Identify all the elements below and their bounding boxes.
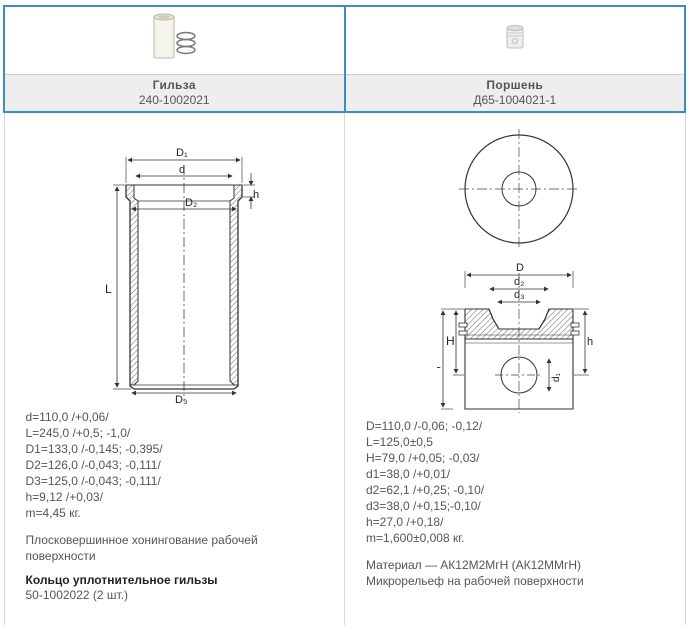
piston-code: Д65-1004021-1 xyxy=(473,93,557,107)
piston-spec-line: m=1,600±0,008 кг. xyxy=(366,531,465,545)
piston-material-note: Материал — АК12М2МгН (АК12ММгН) Микрорел… xyxy=(366,557,584,589)
piston-details-cell: D d₂ d₃ xyxy=(344,112,686,625)
piston-specs: D=110,0 /-0,06; -0,12/ L=125,0±0,5 H=79,… xyxy=(366,418,484,546)
parts-table: Гильза 240-1002021 Поршень Д65-1004021-1 xyxy=(3,5,686,625)
piston-icon[interactable] xyxy=(485,10,545,66)
piston-spec-line: D=110,0 /-0,06; -0,12/ xyxy=(366,419,483,433)
liner-specs: d=110,0 /+0,06/ L=245,0 /+0,5; -1,0/ D1=… xyxy=(26,409,163,521)
liner-details-cell: D₁ d D₂ D₃ L h xyxy=(3,112,345,625)
ring-title: Кольцо уплотнительное гильзы xyxy=(25,573,218,587)
liner-caption[interactable]: Гильза 240-1002021 xyxy=(3,74,346,113)
piston-spec-line: d1=38,0 /+0,01/ xyxy=(366,467,451,481)
label-H: H xyxy=(446,334,455,348)
liner-spec-line: D2=126,0 /-0,043; -0,111/ xyxy=(25,458,161,472)
liner-spec-line: D3=125,0 /-0,043; -0,111/ xyxy=(25,474,161,488)
label-d1: d₁ xyxy=(551,372,562,382)
liner-spec-line: d=110,0 /+0,06/ xyxy=(25,410,109,424)
liner-spec-line: L=245,0 /+0,5; -1,0/ xyxy=(25,426,131,440)
liner-spec-line: D1=133,0 /-0,145; -0,395/ xyxy=(25,442,163,456)
liner-spec-line: m=4,45 кг. xyxy=(25,506,81,520)
liner-title[interactable]: Гильза xyxy=(152,78,196,92)
ring-code: 50-1002022 (2 шт.) xyxy=(25,588,129,602)
liner-spec-line: h=9,12 /+0,03/ xyxy=(25,490,103,504)
ring-section: Кольцо уплотнительное гильзы 50-1002022 … xyxy=(26,573,218,603)
label-D2: D₂ xyxy=(185,197,197,209)
label-D: D xyxy=(516,262,524,274)
piston-technical-drawing: D d₂ d₃ xyxy=(437,129,593,413)
material-text: Материал — АК12М2МгН (АК12ММгН) xyxy=(366,558,582,572)
liner-thumbnail-cell[interactable] xyxy=(3,5,346,75)
liner-honing-note: Плосковершинное хонингование рабочей пов… xyxy=(26,532,258,564)
liner-code: 240-1002021 xyxy=(138,93,210,107)
label-D3: D₃ xyxy=(175,394,187,405)
piston-spec-line: d2=62,1 /+0,25; -0,10/ xyxy=(366,483,485,497)
piston-spec-line: H=79,0 /+0,05; -0,03/ xyxy=(366,451,480,465)
microrelief-text: Микрорельеф на рабочей поверхности xyxy=(366,574,584,588)
piston-spec-line: L=125,0±0,5 xyxy=(366,435,433,449)
label-h: h xyxy=(587,336,593,348)
label-h: h xyxy=(253,189,259,201)
note-line: Плосковершинное хонингование рабочей xyxy=(25,533,258,547)
label-L: L xyxy=(437,357,441,371)
piston-thumbnail-cell[interactable] xyxy=(343,5,686,75)
label-D1: D₁ xyxy=(176,147,188,159)
piston-title[interactable]: Поршень xyxy=(486,78,544,92)
note-line: поверхности xyxy=(25,549,96,563)
liner-technical-drawing: D₁ d D₂ D₃ L h xyxy=(105,147,259,405)
label-d: d xyxy=(179,164,185,176)
piston-spec-line: h=27,0 /+0,18/ xyxy=(366,515,444,529)
piston-spec-line: d3=38,0 /+0,15;-0,10/ xyxy=(366,499,481,513)
cylinder-liner-with-rings-icon[interactable] xyxy=(114,10,234,66)
label-L: L xyxy=(105,282,112,296)
piston-caption[interactable]: Поршень Д65-1004021-1 xyxy=(343,74,686,113)
